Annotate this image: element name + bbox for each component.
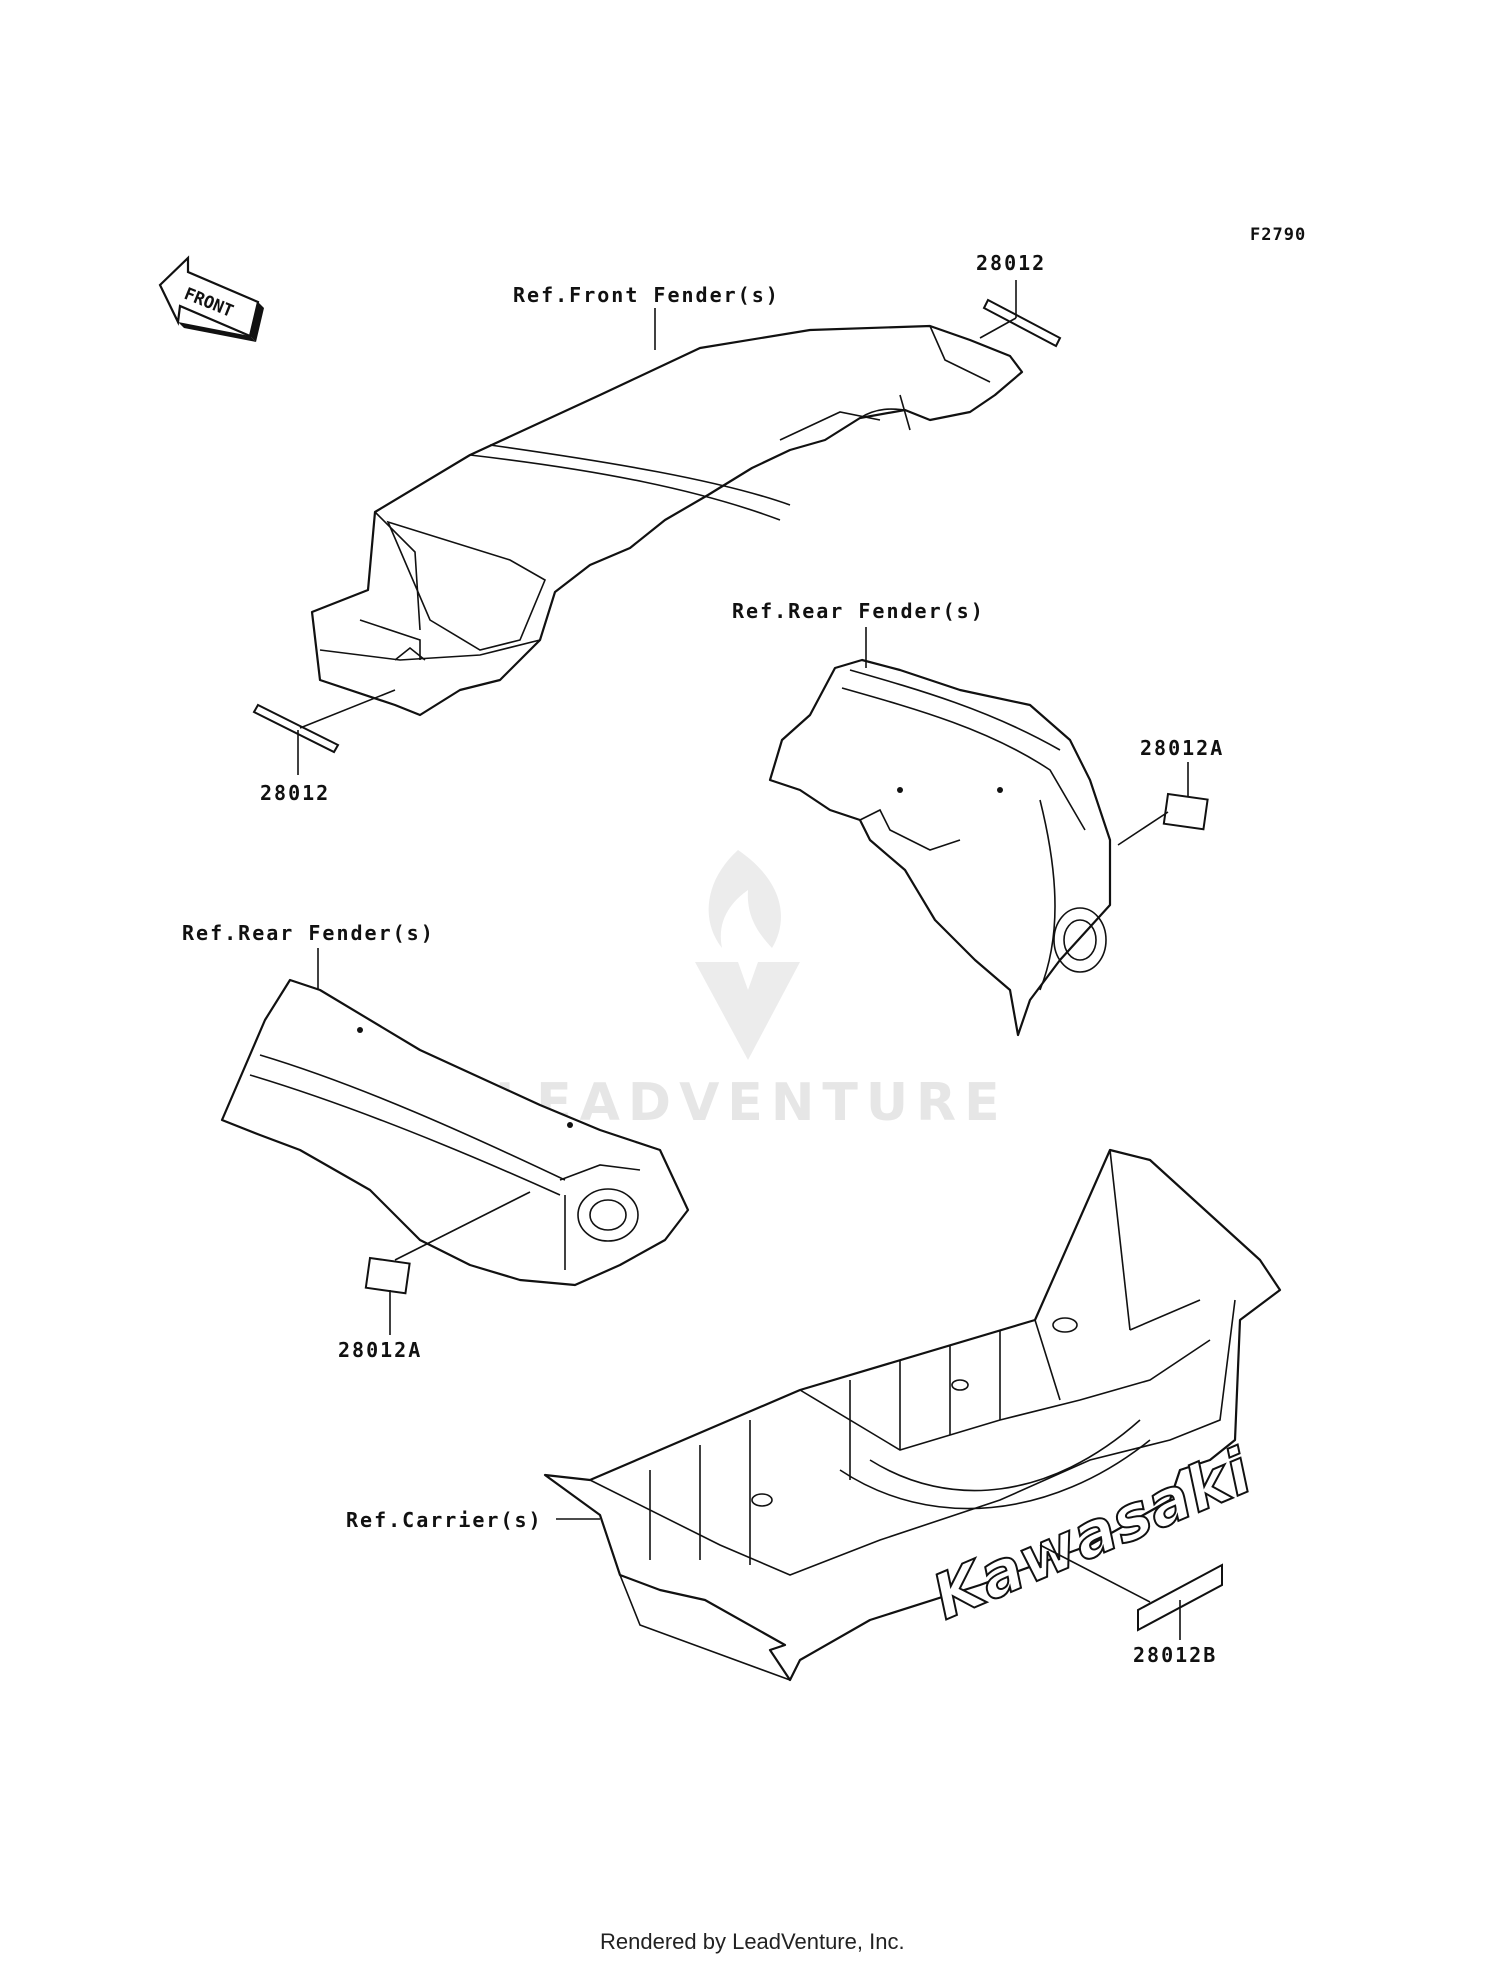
figure-code: F2790 — [1250, 225, 1306, 245]
ref-rear-fender-left-label: Ref.Rear Fender(s) — [182, 921, 435, 945]
part-28012-left-label: 28012 — [260, 781, 330, 805]
leader-28012-top — [979, 317, 1017, 339]
watermark-logo — [695, 850, 800, 1060]
part-28012a-right-label: 28012A — [1140, 736, 1224, 760]
ref-front-fender-label: Ref.Front Fender(s) — [513, 283, 780, 307]
leader-28012-left — [299, 689, 396, 729]
leader-28012a-right — [1117, 811, 1169, 846]
part-28012-top-label: 28012 — [976, 251, 1046, 275]
front-arrow-icon: FRONT — [158, 255, 264, 342]
front-fender — [310, 324, 1024, 717]
rear-fender-right — [768, 658, 1112, 1037]
decal-28012-top — [982, 298, 1062, 348]
decal-28012a-left — [364, 1256, 411, 1295]
ref-rear-fender-right-label: Ref.Rear Fender(s) — [732, 599, 985, 623]
rear-fender-left — [220, 978, 690, 1287]
part-28012a-left-label: 28012A — [338, 1338, 422, 1362]
part-28012b-label: 28012B — [1133, 1643, 1217, 1667]
decal-28012a-right — [1162, 792, 1209, 831]
footer-credit: Rendered by LeadVenture, Inc. — [600, 1929, 905, 1954]
ref-carrier-label: Ref.Carrier(s) — [346, 1508, 543, 1532]
decal-28012b — [1137, 1563, 1223, 1632]
decal-28012-left — [252, 703, 340, 754]
leader-28012a-left — [394, 1191, 531, 1261]
leader-28012b — [1039, 1544, 1151, 1603]
